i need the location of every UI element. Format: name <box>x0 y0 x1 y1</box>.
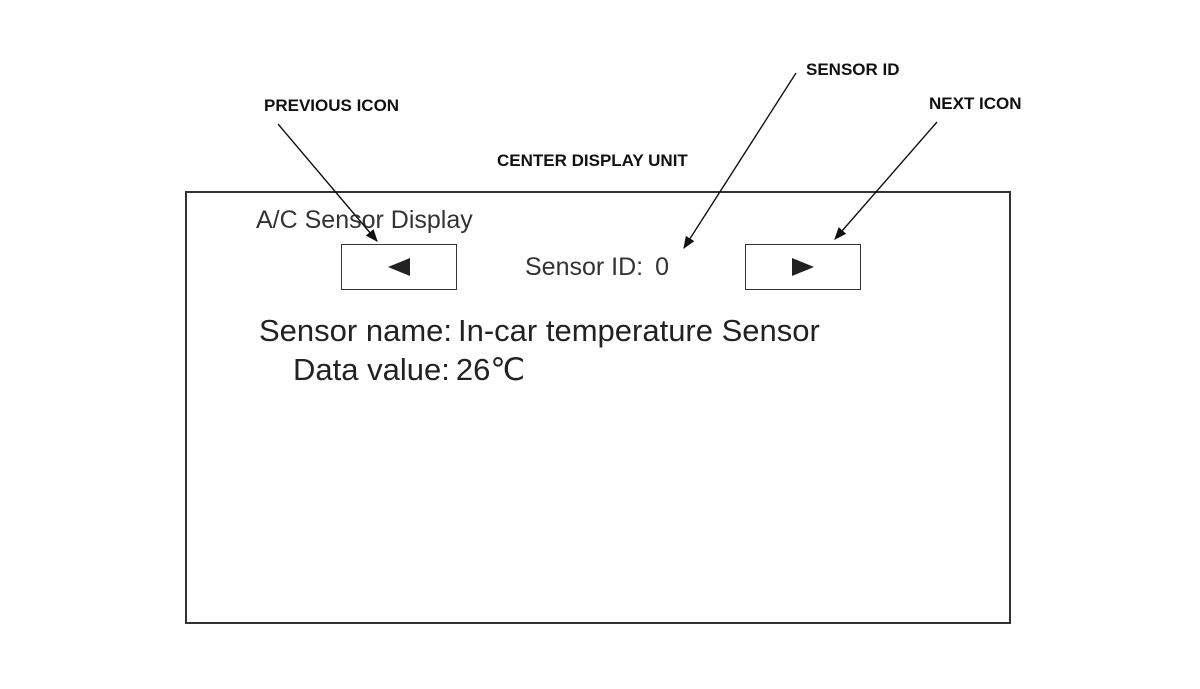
previous-arrow-icon <box>388 258 410 276</box>
callout-center-display-unit: CENTER DISPLAY UNIT <box>497 151 688 170</box>
previous-button[interactable] <box>341 244 457 290</box>
sensor-id-readout: Sensor ID: 0 <box>525 253 669 282</box>
next-arrow-icon <box>792 258 814 276</box>
callout-next-icon: NEXT ICON <box>929 94 1022 113</box>
sensor-name-row: Sensor name:In-car temperature Sensor <box>259 313 820 349</box>
sensor-id-value: 0 <box>655 253 670 281</box>
data-value-label: Data value: <box>293 352 450 387</box>
data-value: 26℃ <box>455 352 526 387</box>
sensor-name-value: In-car temperature Sensor <box>458 313 820 348</box>
sensor-id-label: Sensor ID: <box>525 253 644 281</box>
callout-previous-icon: PREVIOUS ICON <box>264 96 400 115</box>
screen-title: A/C Sensor Display <box>256 206 473 234</box>
sensor-name-label: Sensor name: <box>259 313 452 348</box>
next-button[interactable] <box>745 244 861 290</box>
callout-sensor-id: SENSOR ID <box>806 60 900 79</box>
center-display-frame <box>185 191 1011 624</box>
data-value-row: Data value:26℃ <box>293 352 525 388</box>
